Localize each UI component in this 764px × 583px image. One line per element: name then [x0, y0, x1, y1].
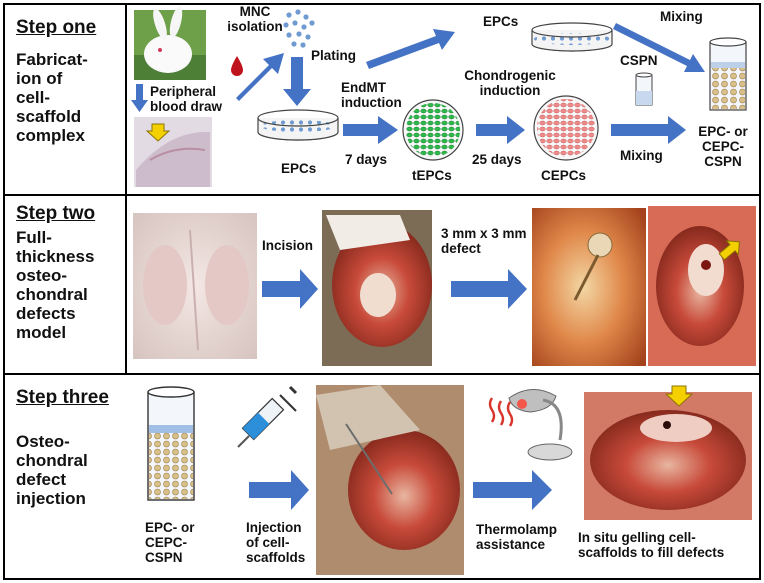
- label-plating: Plating: [311, 48, 357, 63]
- injection-photo: [316, 385, 464, 575]
- yellow-pointer-arrow-defect: [718, 240, 740, 261]
- arrow-defect: [451, 269, 527, 309]
- blood-drop-icon: [231, 56, 243, 76]
- step-three-line: defect: [16, 470, 67, 490]
- step-one-line: Fabricat-: [16, 50, 88, 69]
- in-situ-gelling-photo: [584, 392, 752, 520]
- arrow-down-to-ear: [131, 84, 148, 112]
- step-two-line: model: [16, 323, 67, 343]
- label-epcs-top: EPCs: [483, 14, 519, 29]
- petri-dish-tepcs: [402, 99, 464, 161]
- cspn-vial-icon: [635, 72, 653, 106]
- step-one-desc: Fabricat- ion of cell- scaffold complex: [16, 50, 88, 145]
- petri-dish-epcs-top: [531, 22, 613, 52]
- label-epcs-bottom: EPCs: [281, 161, 317, 176]
- step-two-desc: Full- thickness osteo- chondral defects …: [16, 228, 94, 342]
- syringe-icon: [237, 385, 298, 448]
- step-two-line: defects: [16, 304, 76, 324]
- step-three-desc: Osteo- chondral defect injection: [16, 432, 88, 508]
- incision-photo: [322, 210, 432, 366]
- arrow-chondrogenic: [476, 116, 525, 144]
- arrow-plating: [366, 29, 455, 69]
- label-cepcs: CEPCs: [541, 168, 587, 183]
- step-one-line: ion of: [16, 69, 63, 89]
- label-7-days: 7 days: [345, 152, 388, 167]
- petri-dish-epcs-bottom: [257, 109, 339, 141]
- step-one-line: complex: [16, 126, 85, 146]
- cell-scaffold-vial-icon: [147, 386, 195, 501]
- label-mixing-top: Mixing: [660, 9, 703, 24]
- rabbit-photo: [134, 6, 206, 80]
- mixed-vial-icon: [709, 37, 747, 111]
- arrow-up-to-mnc: [236, 53, 284, 101]
- label-in-situ-gelling: In situ gelling cell-scaffolds to fill d…: [578, 530, 725, 561]
- arrow-incision: [262, 269, 318, 309]
- label-mixing-bottom: Mixing: [620, 148, 663, 163]
- step-three-title: Step three: [16, 387, 109, 408]
- label-tepcs: tEPCs: [412, 168, 452, 183]
- defect-photo: [648, 206, 756, 366]
- ear-blood-draw-photo: [134, 117, 212, 187]
- step-two-line: chondral: [16, 285, 88, 305]
- step-two-line: thickness: [16, 247, 95, 267]
- step-two-title: Step two: [16, 203, 96, 224]
- step-one-line: scaffold: [16, 107, 82, 127]
- arrow-to-mixing-top: [613, 23, 705, 72]
- drilling-photo: [532, 208, 646, 366]
- step-three-line: Osteo-: [16, 432, 70, 451]
- step-two-line: Full-: [16, 228, 52, 247]
- label-incision: Incision: [262, 238, 314, 253]
- petri-dish-cepcs: [533, 95, 599, 161]
- arrow-down-to-epcs: [283, 57, 311, 106]
- step-two-line: osteo-: [16, 266, 67, 286]
- step-one-line: cell-: [16, 88, 51, 108]
- step-three-frame: [3, 373, 761, 580]
- label-25-days: 25 days: [472, 152, 522, 167]
- arrow-injection: [249, 470, 309, 510]
- step-three-line: injection: [16, 489, 86, 509]
- yellow-pointer-arrow: [145, 123, 171, 142]
- arrow-endmt: [343, 116, 398, 144]
- mnc-cells-icon: [283, 9, 315, 48]
- rabbit-knee-shaved-photo: [133, 213, 257, 359]
- yellow-pointer-arrow-gel: [664, 385, 694, 407]
- arrow-mixing-bottom: [611, 116, 686, 144]
- heat-lamp-icon: [488, 389, 573, 461]
- step-three-line: chondral: [16, 451, 88, 471]
- label-cspn: CSPN: [620, 53, 658, 68]
- arrow-thermolamp: [473, 470, 552, 510]
- step-one-title: Step one: [16, 17, 97, 38]
